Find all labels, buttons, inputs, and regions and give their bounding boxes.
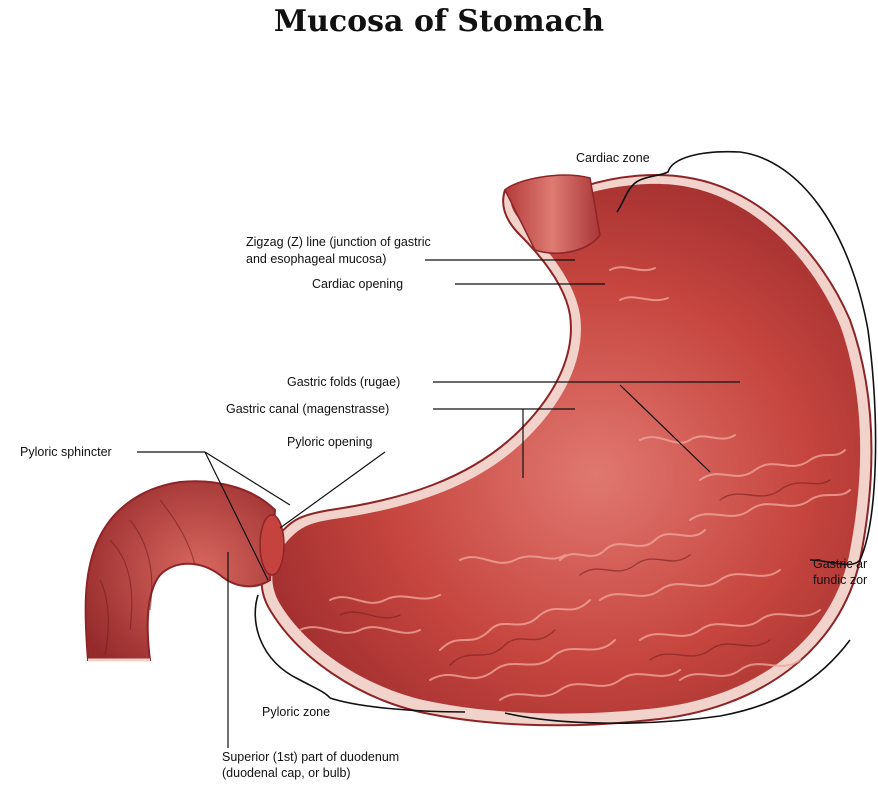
- label-gastric-fundic-2: fundic zor: [813, 572, 867, 588]
- label-pyloric-zone: Pyloric zone: [262, 704, 330, 720]
- label-zigzag-line-2: and esophageal mucosa): [246, 251, 386, 267]
- label-cardiac-zone: Cardiac zone: [576, 150, 650, 166]
- label-zigzag-line-1: Zigzag (Z) line (junction of gastric: [246, 234, 431, 250]
- label-pyloric-sphincter: Pyloric sphincter: [20, 444, 112, 460]
- duodenum: [86, 481, 284, 660]
- label-duodenum-1: Superior (1st) part of duodenum: [222, 749, 399, 765]
- label-gastric-folds: Gastric folds (rugae): [287, 374, 400, 390]
- label-gastric-fundic-1: Gastric ar: [813, 556, 867, 572]
- pyloric-sphincter-ring: [260, 515, 284, 575]
- label-gastric-canal: Gastric canal (magenstrasse): [226, 401, 389, 417]
- label-pyloric-opening: Pyloric opening: [287, 434, 372, 450]
- label-cardiac-opening: Cardiac opening: [312, 276, 403, 292]
- label-duodenum-2: (duodenal cap, or bulb): [222, 765, 351, 781]
